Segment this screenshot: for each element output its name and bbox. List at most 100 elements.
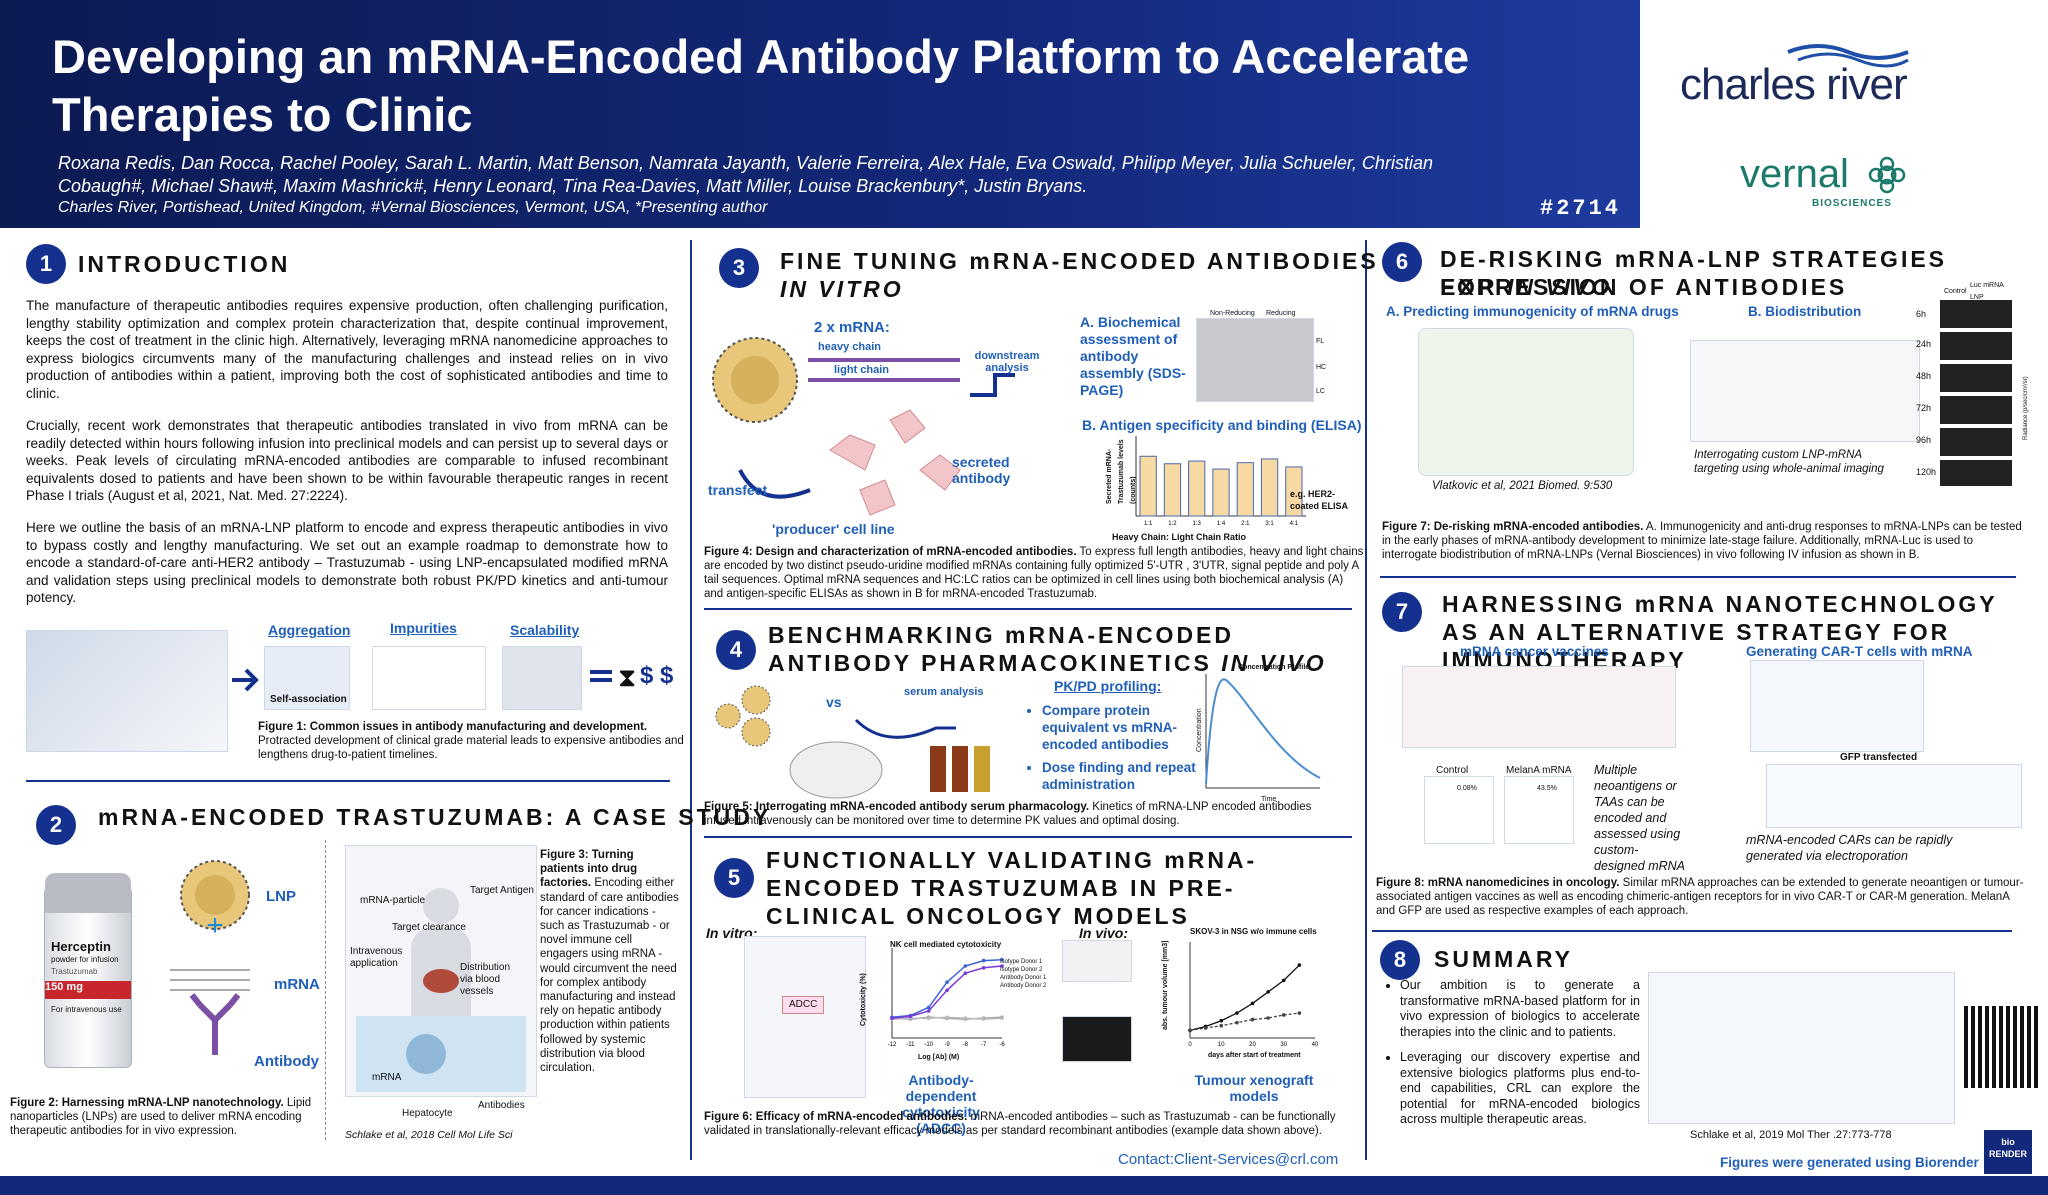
contact-email[interactable]: Contact:Client-Services@crl.com bbox=[1118, 1151, 1339, 1168]
diagram-label: Target clearance bbox=[392, 922, 466, 933]
pkpd-bullet: Dose finding and repeat administration bbox=[1042, 759, 1202, 793]
skov-series-line bbox=[1189, 1012, 1300, 1031]
section-title-text: BENCHMARKING mRNA-ENCODED ANTIBODY PHARM… bbox=[768, 622, 1234, 676]
section-divider bbox=[704, 608, 1352, 610]
elisa-tick-label: 2:1 bbox=[1241, 521, 1250, 527]
diagram-label: Target Antigen bbox=[470, 885, 534, 896]
section-title-text: DE-RISKING mRNA-LNP STRATEGIES FOR bbox=[1440, 246, 1948, 300]
hourglass-icon: ⧗ bbox=[618, 662, 637, 692]
nk-tick-label: -7 bbox=[981, 1042, 987, 1048]
section-title: BENCHMARKING mRNA-ENCODED ANTIBODY PHARM… bbox=[768, 621, 1328, 677]
antibody-mrna-therapy-diagram bbox=[1648, 972, 1955, 1124]
section-title-italic: IN VITRO bbox=[780, 276, 904, 302]
skov-tick-label: 40 bbox=[1312, 1042, 1319, 1048]
timepoint-label: 72h bbox=[1916, 403, 1932, 413]
section-divider bbox=[704, 836, 1352, 838]
nk-x-label: Log [Ab] (M) bbox=[918, 1054, 960, 1061]
elisa-bar bbox=[1188, 460, 1206, 517]
vaccine-workflow-diagram bbox=[1402, 666, 1676, 748]
timepoint-label: 24h bbox=[1916, 339, 1932, 349]
tumour-imaging bbox=[1062, 1016, 1132, 1062]
adcc-diagram bbox=[744, 936, 866, 1098]
section-number: 5 bbox=[714, 858, 754, 898]
aggregation-label: Aggregation bbox=[268, 622, 351, 638]
charles-river-wave-icon bbox=[1787, 44, 1909, 68]
section-title: FINE TUNING mRNA-ENCODED ANTIBODIES bbox=[780, 248, 1379, 274]
nk-legend-item: Isotype Donor 1 bbox=[1000, 959, 1043, 965]
section-number: 6 bbox=[1382, 242, 1422, 282]
flow-value: 0.08% bbox=[1457, 785, 1477, 792]
lnp-mrna-antibody-diagram: + bbox=[170, 860, 250, 1055]
nk-tick-label: -6 bbox=[999, 1042, 1005, 1048]
qr-code[interactable] bbox=[1964, 1006, 2038, 1088]
xenograft-label: Tumour xenograft models bbox=[1194, 1072, 1314, 1104]
figure-6-title: Figure 6: Efficacy of mRNA-encoded antib… bbox=[704, 1111, 968, 1123]
self-association-label: Self-association bbox=[270, 694, 347, 705]
nk-legend: Isotype Donor 1 Isotype Donor 2 Antibody… bbox=[1000, 958, 1046, 990]
vernal-flower-icon bbox=[1868, 156, 1906, 194]
imaging-header: Control bbox=[1944, 288, 1967, 295]
nk-point bbox=[926, 1005, 931, 1010]
nk-point bbox=[1000, 964, 1004, 968]
diagram-label: Distribution via blood vessels bbox=[460, 962, 511, 997]
figure-5-text: Kinetics of mRNA-LNP encoded antibodies … bbox=[704, 801, 1312, 827]
antibody-label: Antibody bbox=[254, 1053, 319, 1070]
skov-point bbox=[1235, 1020, 1239, 1025]
section-divider bbox=[1372, 930, 2012, 932]
light-chain-label: light chain bbox=[834, 364, 889, 376]
elisa-tick-label: 1:4 bbox=[1217, 521, 1226, 527]
elisa-tick-label: 1:2 bbox=[1168, 521, 1177, 527]
human-silhouette-icon bbox=[411, 888, 471, 1038]
herceptin-vial: Herceptin powder for infusion Trastuzuma… bbox=[44, 873, 132, 1068]
vlatkovic-ref: Vlatkovic et al, 2021 Biomed. 9:530 bbox=[1432, 480, 1613, 492]
biodistribution-label: B. Biodistribution bbox=[1748, 304, 1862, 319]
gfp-flow-plots bbox=[1766, 764, 2022, 828]
intro-paragraph-2: Crucially, recent work demonstrates that… bbox=[26, 418, 668, 503]
section-number: 2 bbox=[36, 805, 76, 845]
figure-3-caption: Figure 3: Turning patients into drug fac… bbox=[540, 848, 680, 1075]
gel-band-lc: LC bbox=[1316, 388, 1325, 395]
skov-tick-label: 20 bbox=[1249, 1042, 1256, 1048]
impurities-chart bbox=[372, 646, 486, 710]
section-number: 1 bbox=[26, 244, 66, 284]
figure-3-title: Figure 3: Turning patients into drug fac… bbox=[540, 849, 638, 890]
flow-label-melana: MelanA mRNA bbox=[1506, 765, 1572, 776]
figure-1-title: Figure 1: Common issues in antibody manu… bbox=[258, 721, 648, 733]
biorender-credit: Figures were generated using Biorender bbox=[1720, 1155, 1979, 1170]
hepatocyte-icon bbox=[356, 1016, 526, 1092]
section-title: HARNESSING mRNA NANOTECHNOLOGY AS AN ALT… bbox=[1442, 591, 1998, 673]
affiliation: Charles River, Portishead, United Kingdo… bbox=[58, 199, 768, 216]
nk-point bbox=[963, 971, 968, 975]
pkpd-bullet: Compare protein equivalent vs mRNA-encod… bbox=[1042, 702, 1202, 753]
svg-text:+: + bbox=[206, 909, 224, 942]
elisa-x-label: Heavy Chain: Light Chain Ratio bbox=[1112, 532, 1247, 542]
elisa-bar bbox=[1212, 468, 1230, 517]
mouse-image bbox=[1062, 940, 1132, 982]
author-list: Roxana Redis, Dan Rocca, Rachel Pooley, … bbox=[58, 153, 1433, 196]
skov-tick-label: 0 bbox=[1188, 1042, 1192, 1048]
nk-point bbox=[963, 1016, 968, 1020]
biodistribution-diagram bbox=[1690, 340, 1920, 442]
vernal-logo-sub: BIOSCIENCES bbox=[1812, 198, 1892, 209]
nk-point bbox=[981, 966, 986, 970]
timepoint-label: 48h bbox=[1916, 371, 1932, 381]
figure-7-caption: Figure 7: De-risking mRNA-encoded antibo… bbox=[1382, 520, 2022, 562]
skov-y-label: abs. tumour volume [mm3] bbox=[1162, 940, 1169, 1030]
figure-2-title: Figure 2: Harnessing mRNA-LNP nanotechno… bbox=[10, 1097, 284, 1109]
charles-river-logo: charles river bbox=[1680, 60, 1908, 109]
nk-tick-label: -12 bbox=[888, 1042, 897, 1048]
intro-paragraph-1: The manufacture of therapeutic antibodie… bbox=[26, 298, 668, 401]
elisa-label: B. Antigen specificity and binding (ELIS… bbox=[1082, 417, 1362, 433]
section-title-italic: IN VIVO bbox=[1506, 274, 1613, 300]
figure-1-caption: Figure 1: Common issues in antibody manu… bbox=[258, 720, 688, 762]
skov-title: SKOV-3 in NSG w/o immune cells bbox=[1190, 927, 1317, 936]
immunogenicity-diagram bbox=[1418, 328, 1634, 476]
nk-point bbox=[963, 964, 968, 968]
in-vivo-label: In vivo: bbox=[1079, 925, 1129, 941]
skov-point bbox=[1297, 1011, 1302, 1015]
diagram-label: Hepatocyte bbox=[402, 1108, 453, 1119]
skov-point bbox=[1281, 978, 1286, 983]
skov-point bbox=[1203, 1026, 1208, 1030]
figure-3-text: Encoding either standard of care antibod… bbox=[540, 877, 679, 1075]
